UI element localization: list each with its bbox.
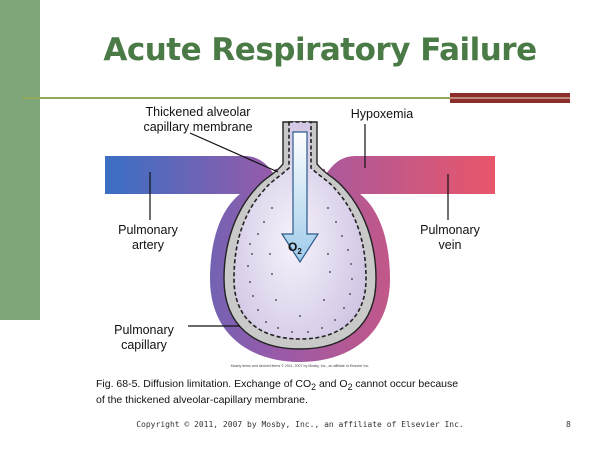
oxygen-label: O2 bbox=[288, 240, 302, 256]
slide-title: Acute Respiratory Failure bbox=[103, 32, 537, 68]
membrane-label-line2: capillary membrane bbox=[143, 120, 252, 134]
alveolar-stipple bbox=[247, 207, 353, 333]
membrane-label-line1: Thickened alveolar bbox=[146, 105, 251, 119]
artery-label-line2: artery bbox=[132, 238, 165, 252]
leader-lines bbox=[149, 124, 449, 327]
caption-line-2: of the thickened alveolar-capillary memb… bbox=[96, 394, 308, 407]
artery-label-line1: Pulmonary bbox=[118, 223, 178, 237]
oxygen-arrow bbox=[280, 131, 320, 264]
diffusion-diagram: O2 Thickened alveolar capillary membrane… bbox=[105, 105, 495, 368]
caption-sub-1: 2 bbox=[311, 382, 317, 393]
capillary-label-line1: Pulmonary bbox=[114, 323, 174, 337]
caption-text-3: cannot occur because bbox=[352, 378, 459, 390]
capillary-label-line2: capillary bbox=[121, 338, 168, 352]
hypoxemia-label: Hypoxemia bbox=[351, 107, 414, 121]
caption-text-2: and O bbox=[316, 378, 348, 390]
title-underline bbox=[22, 97, 452, 99]
vein-label-line2: vein bbox=[439, 238, 462, 252]
figure-caption: Fig. 68-5. Diffusion limitation. Exchang… bbox=[96, 378, 516, 407]
side-accent-bar bbox=[0, 0, 40, 320]
page-number: 8 bbox=[566, 420, 571, 429]
title-accent-bar bbox=[450, 93, 570, 103]
caption-text-1: Fig. 68-5. Diffusion limitation. Exchang… bbox=[96, 378, 312, 390]
figure-credit: Mosby items and derived items © 2011, 20… bbox=[231, 364, 370, 368]
slide-footer: Copyright © 2011, 2007 by Mosby, Inc., a… bbox=[136, 420, 464, 429]
caption-sub-2: 2 bbox=[347, 382, 353, 393]
vein-label-line1: Pulmonary bbox=[420, 223, 480, 237]
